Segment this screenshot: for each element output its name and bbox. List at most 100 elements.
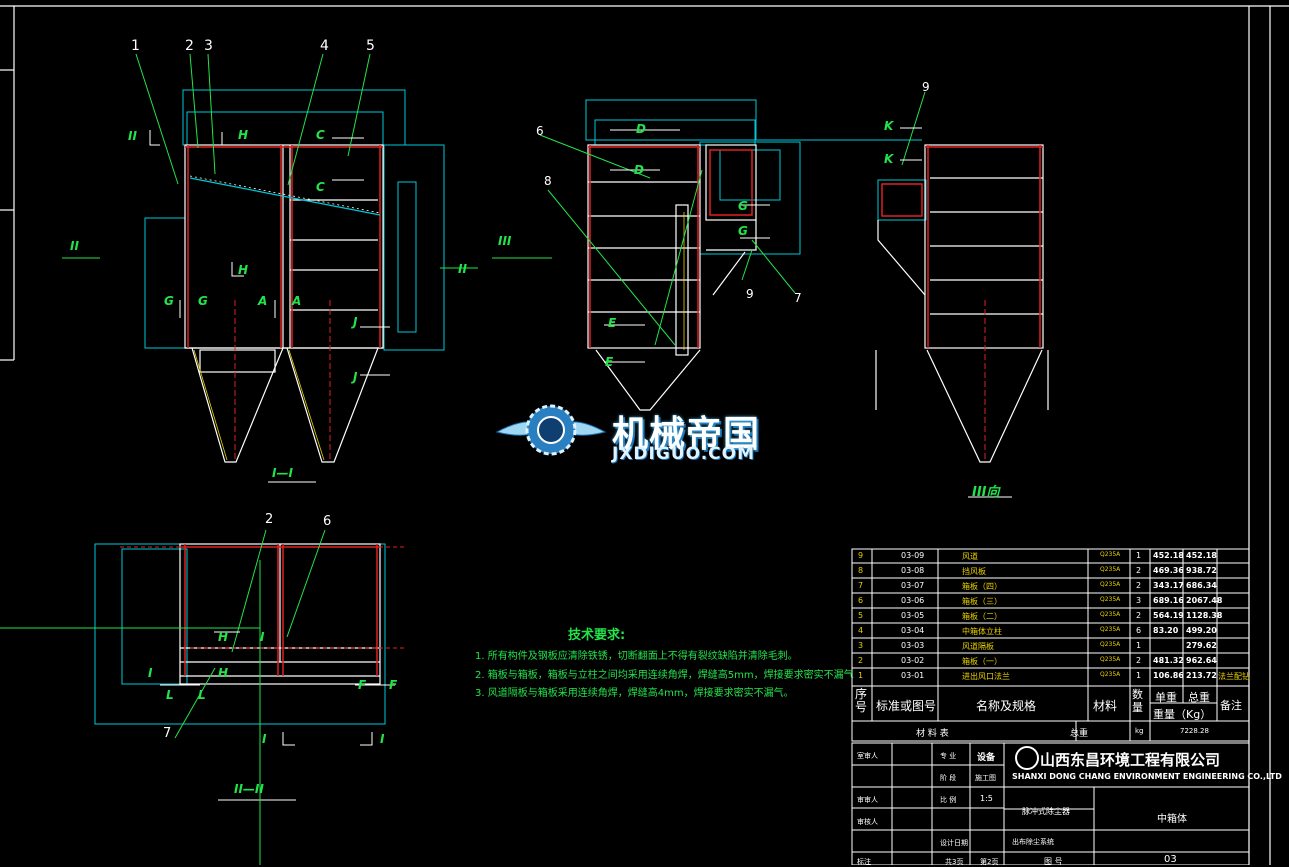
callout-3: 3 (204, 38, 213, 54)
tb-stage-value: 施工图 (975, 774, 996, 782)
bom-cell-code: 03-04 (901, 626, 925, 635)
tb-drawing-no: 03 (1164, 854, 1177, 865)
bom-table-grid (851, 548, 1250, 742)
company-logo-icon (1015, 746, 1039, 770)
bom-cell-no: 8 (858, 566, 864, 575)
bom-cell-mat: Q235A (1100, 581, 1121, 588)
bom-cell-qty: 1 (1136, 671, 1142, 680)
bom-header-mat: 材料 (1093, 699, 1118, 713)
tb-spec-label: 专 业 (940, 752, 957, 760)
bom-cell-unit: 452.18 (1153, 551, 1184, 560)
bom-cell-no: 9 (858, 551, 864, 560)
bom-cell-mat: Q235A (1100, 641, 1121, 648)
bom-cell-mat: Q235A (1100, 611, 1121, 618)
tb-stage-label: 阶 段 (940, 774, 957, 782)
watermark-en: JXDIGUO.COM (612, 444, 756, 464)
callout-2-bottom: 2 (265, 512, 274, 527)
cut-label-f-2: F (389, 678, 398, 692)
bom-cell-unit: 106.86 (1153, 671, 1184, 680)
view-i-i (62, 53, 478, 483)
cut-label-a-1: G (164, 294, 174, 308)
bom-cell-name: 进出风口法兰 (962, 672, 1010, 681)
tb-ident: 标注 (857, 858, 871, 866)
callout-1: 1 (131, 38, 140, 54)
cut-label-g-2: G (738, 224, 748, 238)
bom-cell-mat: Q235A (1100, 566, 1121, 573)
callout-7-bottom: 7 (163, 726, 172, 741)
bom-cell-total: 1128.38 (1186, 611, 1223, 620)
tb-sheet-b: 第2页 (980, 858, 999, 866)
bom-cell-qty: 2 (1136, 566, 1142, 575)
tb-drawing: 中箱体 (1157, 814, 1187, 825)
watermark-logo-icon (495, 404, 607, 456)
bom-header-total: 总重 (1188, 691, 1210, 704)
bom-cell-no: 4 (858, 626, 864, 635)
bom-cell-name: 风道隔板 (962, 642, 994, 651)
bom-cell-qty: 2 (1136, 656, 1142, 665)
tb-scale-label: 比 例 (940, 796, 957, 804)
bom-header-note: 备注 (1220, 699, 1242, 712)
bom-cell-name: 中箱体立柱 (962, 627, 1002, 636)
cut-label-c-top: C (316, 128, 325, 142)
bom-cell-name: 箱板（三） (962, 597, 1002, 606)
bom-header-name: 名称及规格 (976, 699, 1037, 713)
cut-label-c-mid: C (316, 180, 325, 194)
cut-label-j-1: A (258, 294, 268, 308)
drawing-frame (0, 5, 1289, 865)
bom-cell-code: 03-08 (901, 566, 925, 575)
bom-cell-total: 279.62 (1186, 641, 1217, 650)
bom-cell-note: 法兰配钻 (1218, 672, 1250, 681)
bom-cell-unit: 689.16 (1153, 596, 1184, 605)
bom-cell-total: 213.72 (1186, 671, 1217, 680)
cut-label-e-1: E (608, 316, 617, 330)
cut-label-j-2: A (292, 294, 302, 308)
bom-cell-code: 03-07 (901, 581, 925, 590)
bom-cell-qty: 6 (1136, 626, 1142, 635)
bom-cell-qty: 2 (1136, 611, 1142, 620)
callout-7-mid: 7 (794, 291, 802, 305)
cut-label-l-1: L (166, 688, 174, 702)
bom-cell-no: 6 (858, 596, 864, 605)
bom-footer-unit: kg (1135, 727, 1144, 735)
bom-cell-total: 452.18 (1186, 551, 1217, 560)
watermark-cn: 机械帝国 (612, 414, 761, 455)
tb-designer: 室审人 (857, 752, 878, 760)
bom-cell-name: 箱板（二） (962, 612, 1002, 621)
tech-req-line-2: 2. 箱板与箱板，箱板与立柱之间均采用连续角焊，焊缝高5mm，焊接要求密实不漏气 (475, 670, 854, 681)
callout-2: 2 (185, 38, 194, 54)
view-middle (492, 99, 801, 411)
cut-label-g-1: G (738, 199, 748, 213)
bom-cell-mat: Q235A (1100, 551, 1121, 558)
callout-6: 6 (536, 124, 544, 138)
bom-cell-mat: Q235A (1100, 626, 1121, 633)
cut-label-k-1: K (884, 119, 894, 133)
cut-label-h-top: H (238, 128, 249, 142)
title-block-grid (851, 742, 1250, 865)
bom-header-code: 标准或图号 (876, 699, 937, 713)
bom-cell-qty: 2 (1136, 581, 1142, 590)
tech-req-line-1: 1. 所有构件及钢板应清除铁锈，切断翻面上不得有裂纹缺陷并清除毛刺。 (475, 651, 798, 662)
cut-label-k-2: K (884, 152, 894, 166)
cut-label-d-2: D (634, 163, 644, 177)
tb-project: 脉冲式除尘器 (1022, 807, 1070, 816)
bom-cell-total: 962.64 (1186, 656, 1217, 665)
tb-sheet-a: 共3页 (945, 858, 964, 866)
cut-label-ii-right: II (458, 262, 467, 276)
bom-cell-mat: Q235A (1100, 656, 1121, 663)
bom-cell-code: 03-05 (901, 611, 925, 620)
bom-cell-name: 挡风板 (962, 567, 986, 576)
bom-cell-total: 499.20 (1186, 626, 1217, 635)
bom-cell-no: 5 (858, 611, 864, 620)
callout-8: 8 (544, 174, 552, 188)
cut-label-i-2: I (148, 666, 153, 680)
bom-cell-code: 03-09 (901, 551, 925, 560)
cut-label-b-1: J (353, 315, 358, 329)
cut-label-iii: III (498, 234, 512, 248)
cut-label-h-mid: H (238, 263, 249, 277)
tb-proj-small: 出布除尘系统 (1012, 838, 1054, 846)
cut-label-i-3: I (262, 732, 267, 746)
cut-label-f-1: F (358, 678, 367, 692)
cut-label-e-2: E (605, 355, 614, 369)
tb-drawing-no-label: 图 号 (1044, 857, 1063, 866)
